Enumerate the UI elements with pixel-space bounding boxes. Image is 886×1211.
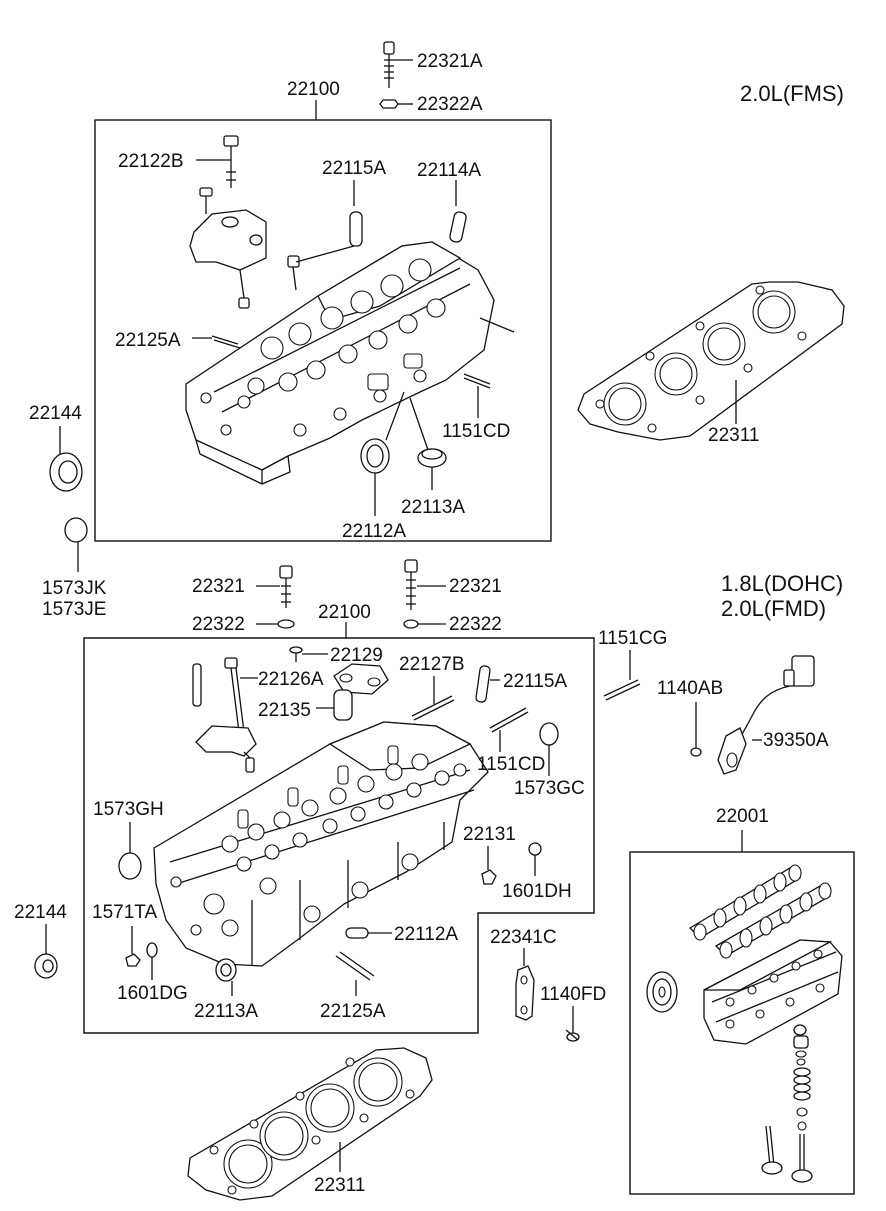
part-1140AB-label: 1140AB <box>657 678 723 699</box>
part-22131-label: 22131 <box>463 824 516 845</box>
top-stud-1151CD <box>463 373 491 418</box>
bottom-seal-22112A <box>345 927 392 939</box>
bottom-dowel-22115A <box>475 665 500 703</box>
bottom-bolt-1140FD <box>565 1006 580 1042</box>
assembly-cylinder-head <box>703 939 843 1045</box>
bottom-stud-1151CG <box>603 650 641 701</box>
part-22135-label: 22135 <box>258 700 311 721</box>
part-22126A-label: 22126A <box>258 669 324 690</box>
part-1573GH-label: 1573GH <box>93 799 164 820</box>
part-22100-bottom-label: 22100 <box>318 602 371 623</box>
part-22144-bottom-label: 22144 <box>14 902 67 923</box>
part-1151CG-label: 1151CG <box>598 628 667 649</box>
top-head-gasket-22311 <box>577 281 845 441</box>
top-bolt-22321A <box>383 41 413 88</box>
part-1151CD-top-label: 1151CD <box>442 421 510 442</box>
bottom-seal-22113A <box>215 958 237 996</box>
top-dowel-22114A <box>449 180 467 243</box>
engine-variant-bottom-1: 1.8L(DOHC) <box>721 571 843 596</box>
top-oil-seal-22144 <box>49 426 83 492</box>
top-plug-1573JK <box>64 517 88 572</box>
top-assembly-frame <box>94 119 552 542</box>
top-seal-22113A <box>409 397 447 490</box>
part-22311-top-label: 22311 <box>708 425 759 446</box>
bottom-cylinder-head <box>153 721 489 967</box>
assembly-valve-train <box>761 1024 813 1183</box>
part-22321A-label: 22321A <box>417 51 483 72</box>
assembly-camshafts <box>688 864 832 959</box>
bottom-plug-1601DG <box>146 942 158 980</box>
bottom-stud-22127B <box>411 676 455 721</box>
part-22125A-bottom-label: 22125A <box>320 1001 386 1022</box>
top-stud-22125A <box>192 335 241 349</box>
bottom-screw-22129 <box>289 646 328 662</box>
engine-variant-top: 2.0L(FMS) <box>740 81 844 106</box>
part-39350A-label: 39350A <box>763 730 829 751</box>
top-washer-22322A <box>379 99 413 109</box>
top-cylinder-head <box>185 241 515 485</box>
bottom-dowel-left <box>192 663 202 707</box>
bottom-washer-22322-left <box>256 619 295 629</box>
bottom-stud-22125A <box>335 951 375 996</box>
part-1601DH-label: 1601DH <box>502 881 572 902</box>
part-22341C-label: 22341C <box>490 927 557 948</box>
bottom-bracket-22341C <box>515 948 535 1021</box>
engine-variant-bottom-2: 2.0L(FMD) <box>721 596 826 621</box>
part-1573JE-label: 1573JE <box>42 599 106 620</box>
part-1573JK-label: 1573JK <box>42 578 107 599</box>
bottom-stud-1151CD <box>489 707 529 752</box>
part-22100-top-label: 22100 <box>287 79 340 100</box>
part-22144-top-label: 22144 <box>29 403 82 424</box>
bottom-plug-1573GH <box>118 822 142 880</box>
assembly-timing-gear <box>646 971 678 1013</box>
bottom-bolt-1140AB <box>690 702 702 757</box>
bottom-washer-22322-right <box>403 619 446 629</box>
part-22125A-top-label: 22125A <box>115 330 181 351</box>
part-22129-label: 22129 <box>330 645 383 666</box>
part-22127B-label: 22127B <box>399 654 465 675</box>
bottom-screw-1571TA <box>125 926 141 967</box>
part-22001-label: 22001 <box>716 806 769 827</box>
part-22114A-label: 22114A <box>417 160 481 181</box>
part-22112A-top-label: 22112A <box>342 521 406 542</box>
bottom-bolt-22131 <box>481 846 497 885</box>
part-22113A-top-label: 22113A <box>401 497 465 518</box>
part-22115A-bottom-label: 22115A <box>503 671 567 692</box>
part-1573GC-label: 1573GC <box>514 778 585 799</box>
bottom-bearing-cap <box>195 725 257 773</box>
part-1571TA-label: 1571TA <box>92 902 157 923</box>
part-22113A-bottom-label: 22113A <box>194 1001 258 1022</box>
bottom-bolt-22126A <box>224 657 258 733</box>
part-22321-left-label: 22321 <box>192 576 245 597</box>
part-1140FD-label: 1140FD <box>540 984 606 1005</box>
bottom-plug-1573GC <box>539 722 559 776</box>
bottom-oil-seal-22144 <box>34 924 58 979</box>
part-22321-right-label: 22321 <box>449 576 502 597</box>
part-22115A-top-label: 22115A <box>322 158 386 179</box>
bottom-bracket-22135 <box>316 663 389 721</box>
top-bearing-cap-bolts <box>189 135 300 309</box>
part-22112A-bottom-label: 22112A <box>394 924 458 945</box>
bottom-bolt-22321-right <box>404 559 446 610</box>
top-seal-22112A <box>360 391 405 516</box>
bottom-assembly-frame <box>83 637 595 1034</box>
bottom-head-gasket-22311 <box>187 1047 433 1201</box>
bottom-sensor-39350A <box>717 655 815 775</box>
top-dowel-22115A <box>349 180 363 247</box>
bottom-plug-1601DH <box>528 842 542 876</box>
part-22322-left-label: 22322 <box>192 614 245 635</box>
part-22322A-label: 22322A <box>417 94 483 115</box>
bottom-bolt-22321-left <box>256 565 293 608</box>
part-1601DG-label: 1601DG <box>117 983 188 1004</box>
part-1151CD-bottom-label: 1151CD <box>477 754 545 775</box>
part-22322-right-label: 22322 <box>449 614 502 635</box>
part-22122B-label: 22122B <box>118 151 184 172</box>
part-22311-bottom-label: 22311 <box>314 1175 365 1196</box>
